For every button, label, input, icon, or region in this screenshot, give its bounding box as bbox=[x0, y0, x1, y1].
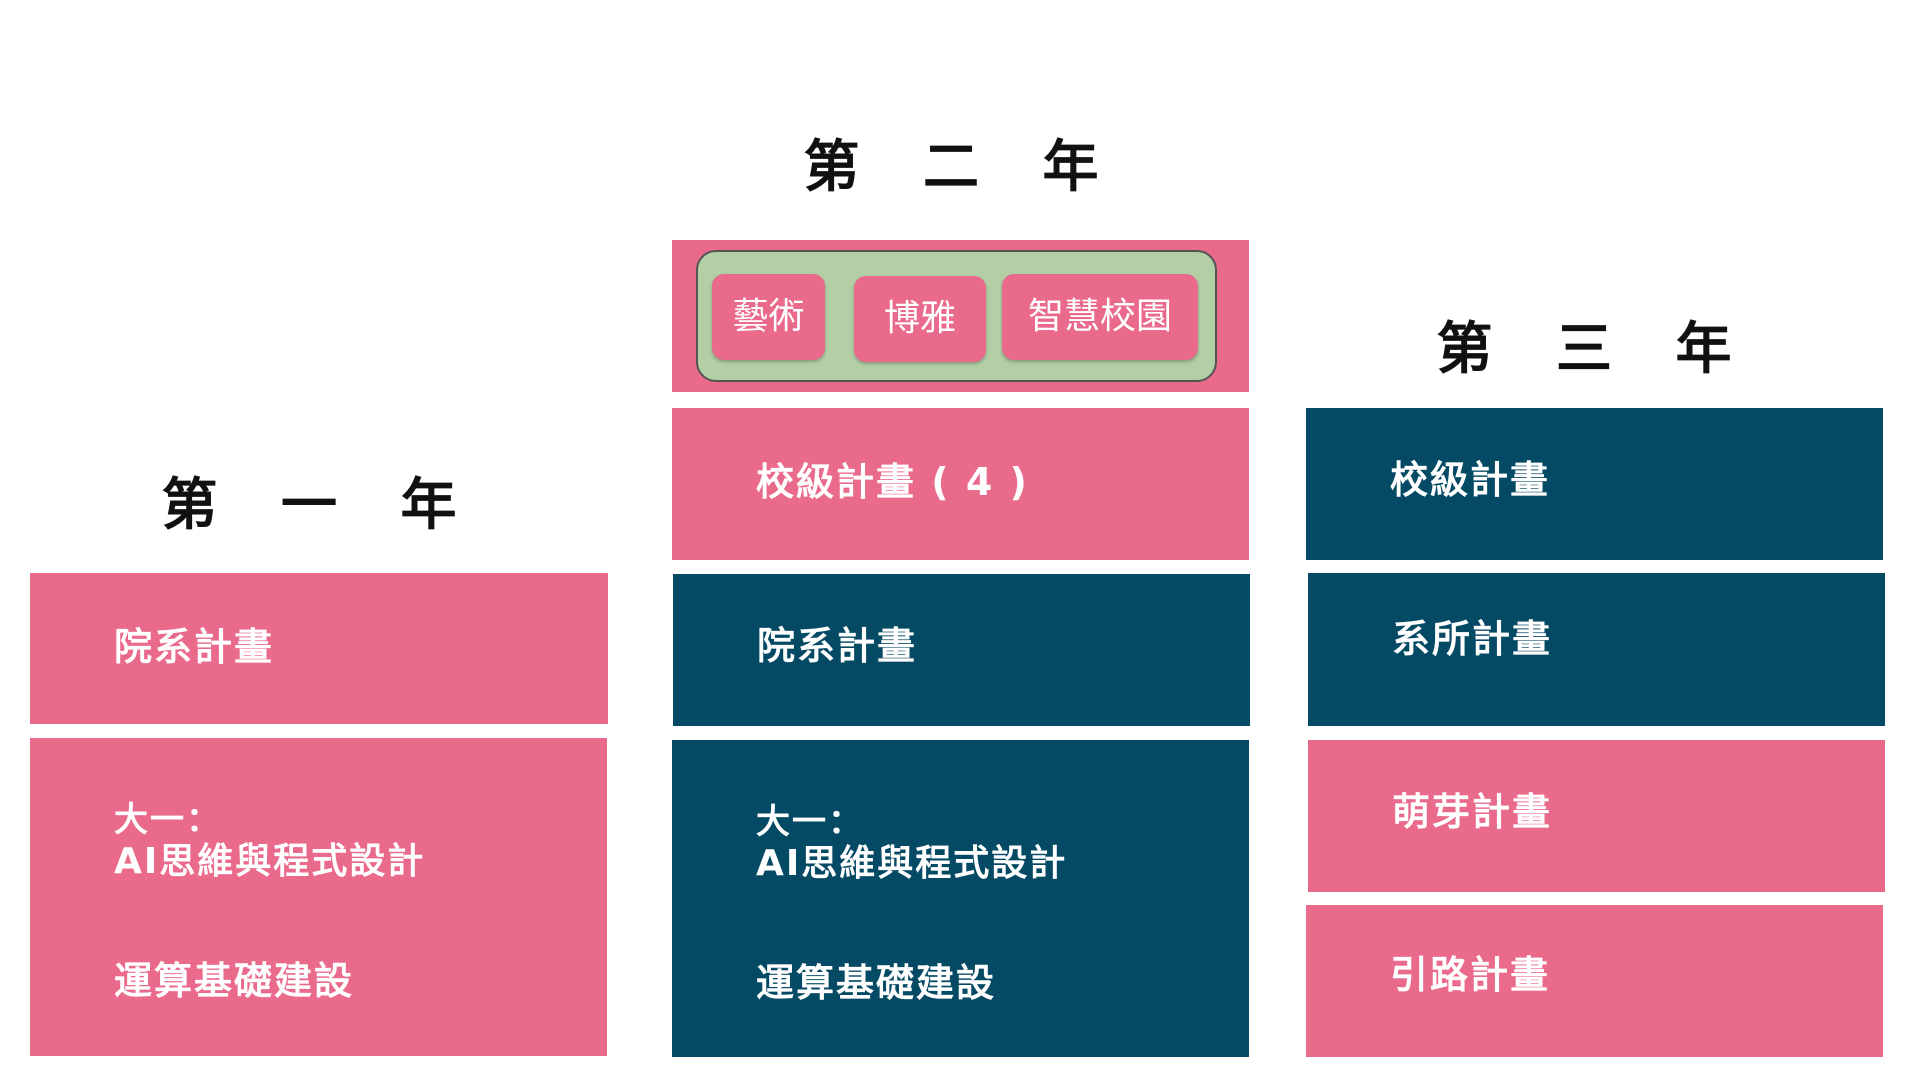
year2-course-heading: 大一： bbox=[756, 802, 864, 842]
chip-arts: 藝術 bbox=[712, 274, 825, 360]
year2-title: 第 二 年 bbox=[803, 135, 1121, 200]
year2-dept-plan-label: 院系計畫 bbox=[757, 624, 918, 668]
year2-campus-plan-block: 校級計畫 ( 4 ) bbox=[672, 408, 1249, 560]
year2-campus-plan-label: 校級計畫 ( 4 ) bbox=[756, 460, 1029, 504]
year1-dept-plan-label: 院系計畫 bbox=[114, 625, 275, 669]
year2-chip-panel: 藝術 博雅 智慧校園 bbox=[696, 250, 1217, 382]
year1-dept-plan-block: 院系計畫 bbox=[30, 573, 608, 724]
year2-dept-plan-block: 院系計畫 bbox=[673, 574, 1250, 726]
year3-dept-plan-block: 系所計畫 bbox=[1308, 573, 1885, 726]
year3-sprout-plan-block: 萌芽計畫 bbox=[1308, 740, 1885, 892]
year3-sprout-plan-label: 萌芽計畫 bbox=[1392, 790, 1553, 834]
chip-liberal-arts: 博雅 bbox=[854, 276, 986, 362]
year3-title: 第 三 年 bbox=[1436, 317, 1754, 382]
year2-course-block: 大一： AI思維與程式設計 運算基礎建設 bbox=[672, 740, 1249, 1057]
year3-guide-plan-block: 引路計畫 bbox=[1306, 905, 1883, 1057]
year3-campus-plan-label: 校級計畫 bbox=[1390, 458, 1551, 502]
year2-infrastructure-label: 運算基礎建設 bbox=[756, 961, 997, 1005]
year2-course-name: AI思維與程式設計 bbox=[756, 843, 1068, 884]
year1-course-block: 大一： AI思維與程式設計 運算基礎建設 bbox=[30, 738, 607, 1056]
year3-campus-plan-block: 校級計畫 bbox=[1306, 408, 1883, 560]
year3-dept-plan-label: 系所計畫 bbox=[1392, 617, 1553, 661]
year1-course-heading: 大一： bbox=[114, 800, 222, 840]
year3-guide-plan-label: 引路計畫 bbox=[1390, 953, 1551, 997]
year1-title: 第 一 年 bbox=[161, 473, 479, 538]
chip-smart-campus: 智慧校園 bbox=[1002, 274, 1198, 360]
year1-infrastructure-label: 運算基礎建設 bbox=[114, 959, 355, 1003]
year1-course-name: AI思維與程式設計 bbox=[114, 841, 426, 882]
